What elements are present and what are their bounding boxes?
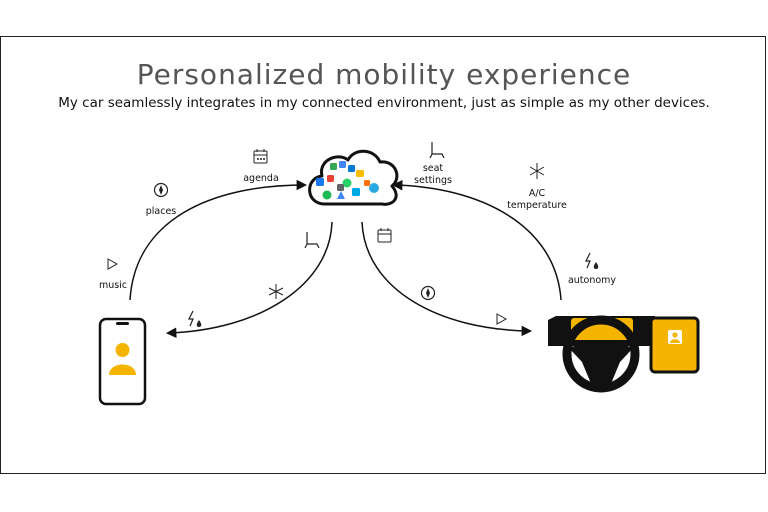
energy-icon xyxy=(586,253,598,269)
play-icon xyxy=(497,314,506,324)
steering-wheel-icon xyxy=(548,316,698,388)
label-seat-line1: seat xyxy=(414,163,452,175)
cloud-icon xyxy=(310,151,397,204)
label-autonomy: autonomy xyxy=(568,275,616,287)
label-ac-line2: temperature xyxy=(507,200,567,212)
seat-icon xyxy=(430,142,444,158)
label-ac-line1: A/C xyxy=(507,188,567,200)
label-seat-settings: seat settings xyxy=(414,163,452,187)
compass-icon xyxy=(422,287,435,300)
energy-icon xyxy=(189,311,201,327)
label-places: places xyxy=(146,206,177,218)
label-agenda: agenda xyxy=(243,173,279,185)
calendar-icon xyxy=(378,228,391,242)
arrow-cloud-to-car xyxy=(362,222,530,331)
smartphone-icon xyxy=(100,319,145,404)
user-icon xyxy=(668,330,682,344)
label-seat-line2: settings xyxy=(414,175,452,187)
arrow-phone-to-cloud xyxy=(130,185,305,300)
snowflake-sun-icon xyxy=(530,163,544,179)
label-ac-temperature: A/C temperature xyxy=(507,188,567,212)
compass-icon xyxy=(155,184,168,197)
label-music: music xyxy=(99,280,127,292)
calendar-icon xyxy=(254,149,267,163)
seat-icon xyxy=(305,232,319,248)
snowflake-sun-icon xyxy=(269,284,283,299)
play-icon xyxy=(108,259,117,269)
